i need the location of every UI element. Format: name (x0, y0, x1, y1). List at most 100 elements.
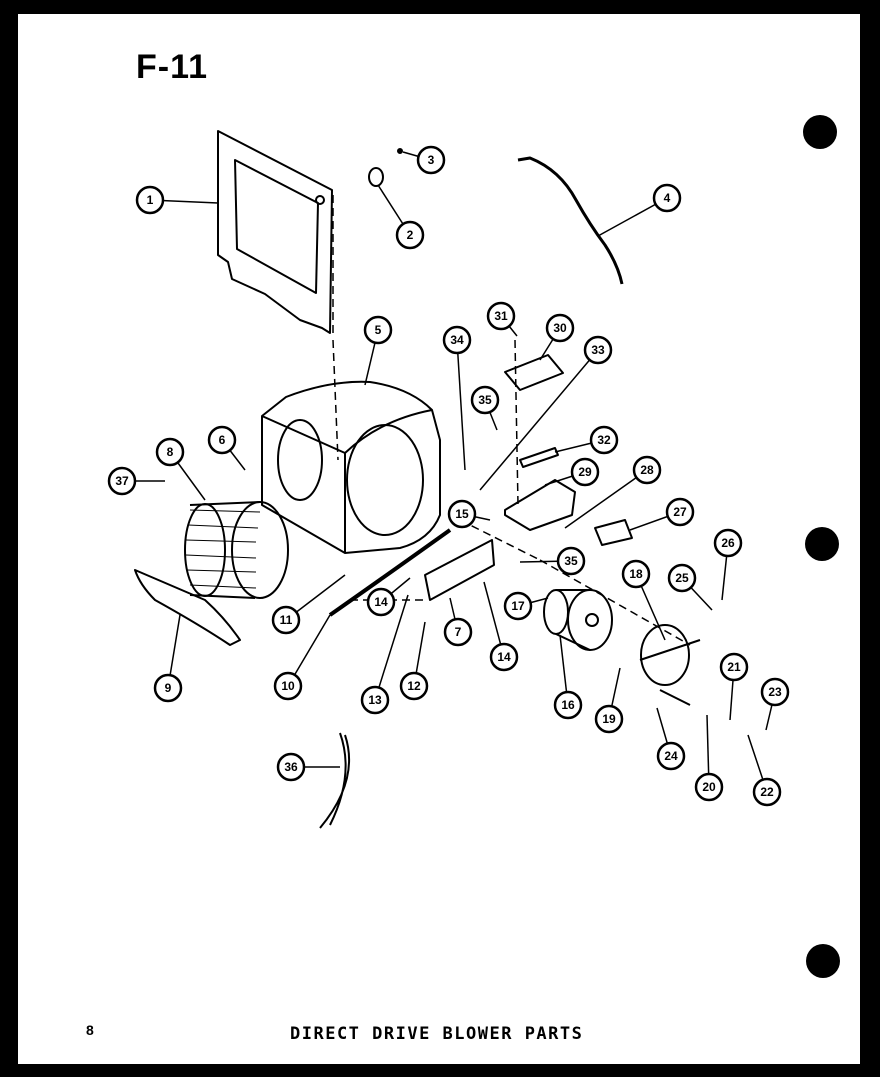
page-number: 8 (86, 1022, 94, 1038)
motor-mount-part (639, 624, 701, 706)
binder-hole-middle (805, 527, 839, 561)
cutoff-plate-part (134, 569, 241, 646)
callout-number: 25 (675, 571, 689, 585)
callout-number: 34 (450, 333, 464, 347)
callout-number: 17 (511, 599, 525, 613)
callout-bubble (489, 642, 519, 672)
callout-leader-line (564, 469, 648, 529)
callout-number: 35 (564, 554, 578, 568)
blower-wheel-part (184, 501, 289, 599)
callout-number: 33 (591, 343, 605, 357)
control-box-part (504, 479, 576, 531)
callout-bubble (442, 325, 472, 355)
callout-number: 29 (578, 465, 592, 479)
callout-bubble (207, 425, 237, 455)
callout-bubble (589, 425, 619, 455)
callout-bubble (665, 497, 695, 527)
callout-bubble (447, 499, 477, 529)
callout-number: 23 (768, 685, 782, 699)
callout-number: 19 (602, 712, 616, 726)
callout-number: 8 (167, 445, 174, 459)
callout-bubble (416, 145, 446, 175)
callout-bubble (399, 671, 429, 701)
callout-number: 22 (760, 785, 774, 799)
callout-bubble (155, 437, 185, 467)
callout-number: 14 (374, 595, 388, 609)
callout-bubble (553, 690, 583, 720)
callout-bubble (135, 185, 165, 215)
callout-bubble (276, 752, 306, 782)
callout-bubble (694, 772, 724, 802)
callout-number: 24 (664, 749, 678, 763)
callout-bubble (570, 457, 600, 487)
callout-number: 31 (494, 309, 508, 323)
callout-bubble (486, 301, 516, 331)
callout-number: 30 (553, 321, 567, 335)
terminal-strip-part (519, 447, 559, 468)
callout-bubble (360, 685, 390, 715)
callout-number: 15 (455, 507, 469, 521)
callout-leader-line (456, 339, 466, 471)
callout-number: 21 (727, 660, 741, 674)
callout-bubble (632, 455, 662, 485)
motor-part (543, 589, 613, 651)
callout-number: 12 (407, 679, 421, 693)
callout-bubble (271, 605, 301, 635)
callout-group: 1234568371110971413121415161718192021222… (107, 145, 790, 807)
callout-number: 36 (284, 760, 298, 774)
callout-bubble (752, 777, 782, 807)
callout-bubble (652, 183, 682, 213)
callout-number: 7 (455, 625, 462, 639)
binder-hole-bottom (806, 944, 840, 978)
callout-number: 20 (702, 780, 716, 794)
callout-bubble (667, 563, 697, 593)
callout-bubble (760, 677, 790, 707)
callout-number: 28 (640, 463, 654, 477)
diagram-caption: DIRECT DRIVE BLOWER PARTS (290, 1024, 584, 1044)
callout-leader-line (479, 349, 599, 491)
callout-bubble (545, 313, 575, 343)
callout-number: 14 (497, 650, 511, 664)
gasket-strip-part (328, 528, 452, 617)
callout-number: 9 (165, 681, 172, 695)
callout-bubble (594, 704, 624, 734)
fastener-part (368, 148, 403, 187)
callout-number: 3 (428, 153, 435, 167)
callout-number: 10 (281, 679, 295, 693)
callout-bubble (273, 671, 303, 701)
callout-number: 37 (115, 474, 129, 488)
callout-bubble (621, 559, 651, 589)
callout-number: 16 (561, 698, 575, 712)
binder-hole-top (803, 115, 837, 149)
callout-bubble (719, 652, 749, 682)
callout-number: 32 (597, 433, 611, 447)
callout-number: 6 (219, 433, 226, 447)
callout-bubble (713, 528, 743, 558)
callout-number: 5 (375, 323, 382, 337)
callout-bubble (583, 335, 613, 365)
access-panel-part (217, 130, 333, 334)
callout-leader-line (374, 594, 409, 701)
callout-number: 4 (664, 191, 671, 205)
callout-bubble (556, 546, 586, 576)
callout-bubble (656, 741, 686, 771)
blower-housing-part (261, 380, 441, 554)
callout-bubble (366, 587, 396, 617)
callout-bubble (470, 385, 500, 415)
callout-bubble (503, 591, 533, 621)
callout-number: 26 (721, 536, 735, 550)
callout-bubble (153, 673, 183, 703)
callout-bubble (443, 617, 473, 647)
callout-number: 1 (147, 193, 154, 207)
control-cover-part (504, 354, 564, 391)
callout-number: 13 (368, 693, 382, 707)
callout-bubble (395, 220, 425, 250)
capacitor-part (594, 519, 633, 546)
lead-wire-part (319, 732, 351, 829)
callout-number: 18 (629, 567, 643, 581)
callout-bubble (107, 466, 137, 496)
callout-number: 11 (280, 613, 293, 627)
callout-number: 2 (407, 228, 414, 242)
callout-bubble (363, 315, 393, 345)
